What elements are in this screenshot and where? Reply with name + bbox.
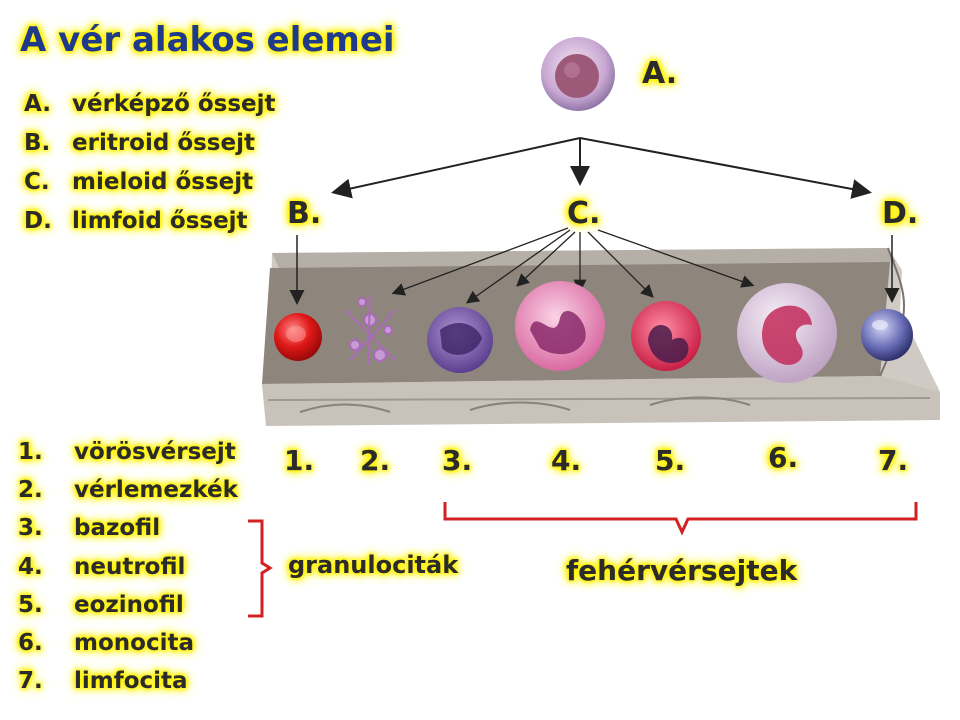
- label-d: D.: [882, 196, 919, 231]
- cell-basophil: [427, 307, 493, 373]
- white-cell-bracket: [443, 502, 918, 536]
- label-c: C.: [567, 196, 601, 231]
- cell-list-number: 4.: [18, 554, 43, 580]
- cell-number-6: 6.: [768, 441, 799, 474]
- cell-platelets: [344, 294, 396, 366]
- cell-list-name: limfocita: [74, 668, 188, 694]
- cell-list-name: neutrofil: [74, 554, 186, 580]
- stem-cell-a: [541, 37, 615, 111]
- cell-number-5: 5.: [655, 444, 686, 477]
- label-a: A.: [642, 56, 678, 91]
- cell-neutrophil: [515, 281, 605, 371]
- cell-list-name: monocita: [74, 630, 194, 656]
- cell-number-3: 3.: [442, 444, 473, 477]
- stem-name: limfoid őssejt: [72, 208, 248, 234]
- stem-name: mieloid őssejt: [72, 169, 254, 195]
- cell-list-number: 3.: [18, 515, 43, 541]
- stem-letter: D.: [24, 208, 52, 234]
- cell-list-name: bazofil: [74, 515, 161, 541]
- cell-number-4: 4.: [551, 444, 582, 477]
- cell-monocyte: [737, 283, 837, 383]
- cell-list-number: 6.: [18, 630, 43, 656]
- stem-name: eritroid őssejt: [72, 130, 255, 156]
- cell-number-7: 7.: [878, 444, 909, 477]
- cell-list-name: vörösvérsejt: [74, 439, 236, 465]
- cell-eosinophil: [631, 301, 701, 371]
- stem-letter: B.: [24, 130, 51, 156]
- cell-number-1: 1.: [284, 444, 315, 477]
- cell-list-number: 2.: [18, 477, 43, 503]
- white-blood-cells-label: fehérvérsejtek: [566, 554, 798, 587]
- cell-list-number: 5.: [18, 592, 43, 618]
- granulocyte-bracket: [248, 519, 273, 618]
- cell-list-number: 1.: [18, 439, 43, 465]
- cell-list-number: 7.: [18, 668, 43, 694]
- cell-list-name: vérlemezkék: [74, 477, 238, 503]
- cell-lymphocyte: [861, 309, 913, 361]
- cell-list-name: eozinofil: [74, 592, 184, 618]
- stem-letter: A.: [24, 91, 51, 117]
- page-title: A vér alakos elemei: [20, 20, 395, 60]
- stem-name: vérképző őssejt: [72, 91, 276, 117]
- cell-number-2: 2.: [360, 444, 391, 477]
- label-b: B.: [287, 196, 322, 231]
- cell-red-blood-cell: [274, 313, 322, 361]
- granulocytes-label: granulociták: [288, 551, 459, 579]
- stem-letter: C.: [24, 169, 50, 195]
